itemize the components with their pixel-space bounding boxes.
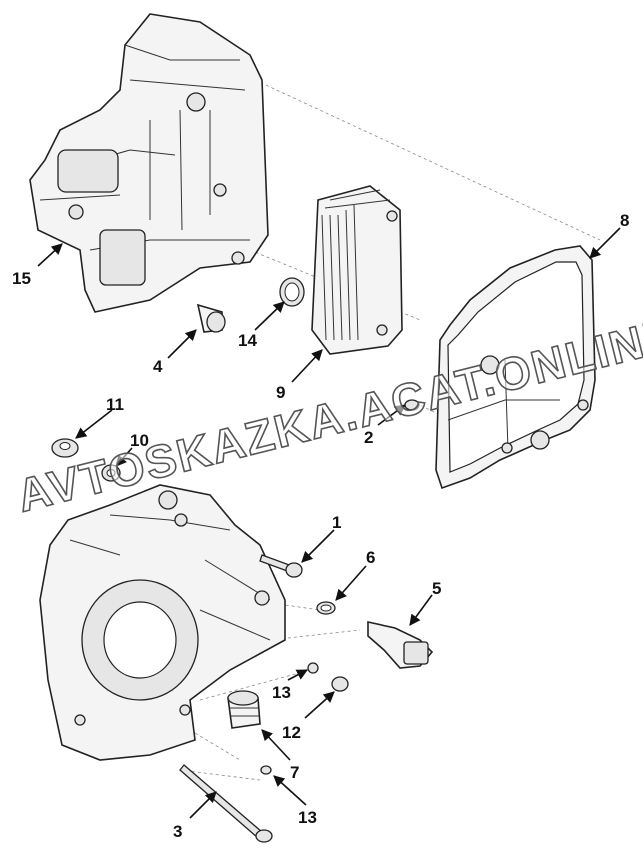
part-5-sensor <box>367 621 434 669</box>
part-11-cap <box>51 438 79 458</box>
part-7-filter <box>227 690 261 729</box>
callout-5: 5 <box>432 579 441 598</box>
callout-10: 10 <box>130 431 149 450</box>
leader-arrows <box>37 227 621 819</box>
callout-2: 2 <box>364 428 373 447</box>
part-13-plug-lower <box>260 765 272 775</box>
part-8-gasket <box>435 245 596 490</box>
part-6-o-ring <box>316 601 336 615</box>
part-14-o-ring <box>279 277 305 307</box>
callout-9: 9 <box>276 383 285 402</box>
callout-13-upper: 13 <box>272 683 291 702</box>
callout-12: 12 <box>282 723 301 742</box>
callout-3: 3 <box>173 822 182 841</box>
lower-housing <box>39 484 286 761</box>
callout-11: 11 <box>106 395 124 414</box>
callout-7: 7 <box>290 763 299 782</box>
callout-8: 8 <box>620 211 629 230</box>
part-1-bolt <box>259 554 303 578</box>
part-10-seal <box>101 464 121 482</box>
callout-14: 14 <box>238 331 257 350</box>
callout-13-lower: 13 <box>298 808 317 827</box>
callout-1: 1 <box>332 513 341 532</box>
part-3-bolt <box>179 764 273 843</box>
part-9-cooler <box>311 185 403 355</box>
part-15-valve-body-upper <box>29 13 269 313</box>
callout-4: 4 <box>153 357 163 376</box>
callout-15: 15 <box>12 269 31 288</box>
part-12-plug <box>331 676 349 692</box>
part-13-plug-upper <box>307 662 319 674</box>
part-4-sleeve <box>196 303 226 333</box>
callout-6: 6 <box>366 548 375 567</box>
callout-labels: 15 4 14 9 2 8 11 10 1 6 5 13 12 7 3 13 <box>12 211 629 841</box>
